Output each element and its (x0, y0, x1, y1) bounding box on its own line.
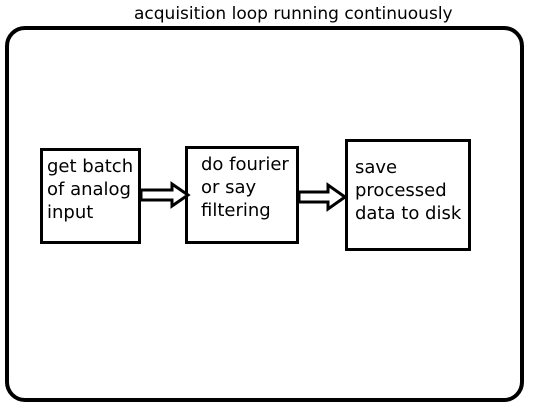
step-box-get-batch: get batch of analog input (40, 148, 141, 244)
step-label-fourier-filtering: do fourier or say filtering (201, 154, 289, 221)
acquisition-loop-frame (5, 26, 524, 402)
step-label-save-to-disk: save processed data to disk (355, 157, 462, 224)
step-label-get-batch: get batch of analog input (47, 156, 134, 223)
step-box-fourier-filtering: do fourier or say filtering (185, 146, 299, 244)
step-box-save-to-disk: save processed data to disk (345, 139, 471, 251)
diagram-title: acquisition loop running continuously (134, 4, 453, 24)
